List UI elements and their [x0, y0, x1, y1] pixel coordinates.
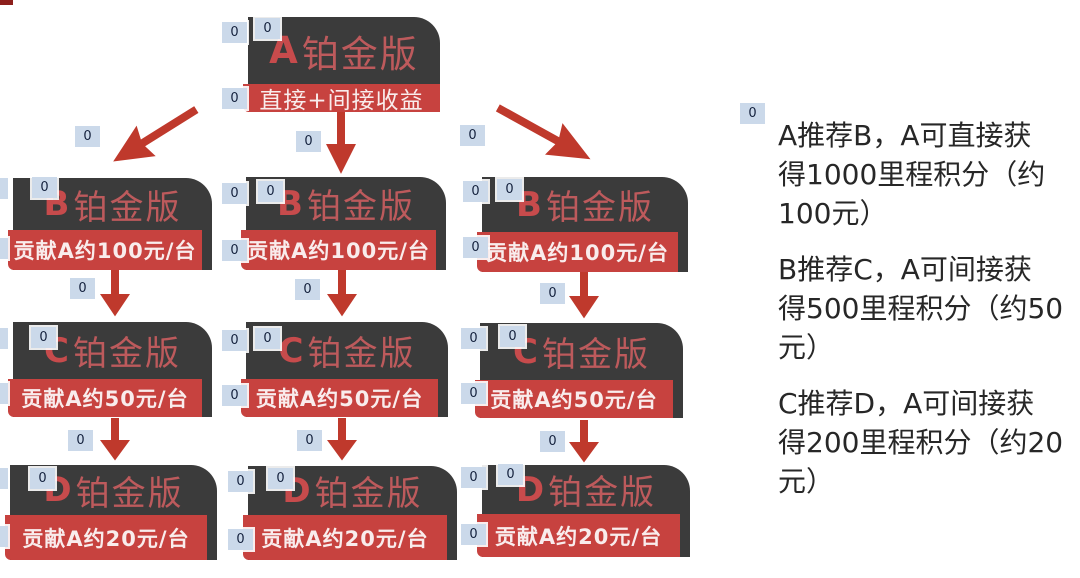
node-suffix: 铂金版	[306, 187, 415, 227]
node-d-subtitle: 贡献A约20元/台	[243, 515, 447, 560]
node-a-subtitle: 直接+间接收益	[243, 84, 440, 114]
node-suffix: 铂金版	[548, 473, 657, 513]
annotation-badge: 0	[222, 183, 247, 204]
annotation-badge: 0	[0, 328, 8, 349]
annotation-badge: 0	[461, 328, 486, 349]
explanation-paragraph-1: A推荐B，A可直接获 得1000里程积分（约 100元）	[778, 119, 1046, 230]
node-b-subtitle: 贡献A约100元/台	[241, 230, 436, 270]
annotation-badge: 0	[68, 430, 93, 451]
arrow-b-to-c-middle	[324, 270, 360, 318]
annotation-badge: 0	[258, 181, 283, 202]
annotation-badge: 0	[297, 430, 322, 451]
annotation-badge: 0	[497, 179, 522, 200]
arrow-a-to-b-middle	[323, 112, 359, 176]
node-d-subtitle: 贡献A约20元/台	[477, 514, 680, 557]
annotation-badge: 0	[295, 279, 320, 300]
annotation-badge: 0	[70, 278, 95, 299]
node-c-subtitle: 贡献A约50元/台	[475, 380, 673, 418]
node-b-subtitle: 贡献A约100元/台	[477, 232, 678, 272]
node-suffix: 铂金版	[314, 474, 423, 514]
arrow-c-to-d-left	[97, 418, 133, 462]
annotation-badge: 0	[500, 326, 525, 347]
arrow-b-to-c-left	[97, 270, 133, 318]
annotation-badge: 0	[222, 240, 247, 261]
arrow-a-to-b-right	[488, 90, 602, 177]
annotation-badge: 0	[222, 385, 247, 406]
annotation-badge: 0	[0, 526, 8, 547]
annotation-badge: 0	[75, 126, 100, 147]
annotation-badge: 0	[463, 237, 488, 258]
annotation-badge: 0	[222, 88, 247, 109]
node-letter: C	[278, 330, 306, 371]
node-c-subtitle: 贡献A约50元/台	[241, 379, 438, 417]
annotation-badge: 0	[222, 22, 247, 43]
annotation-badge: 0	[0, 178, 8, 199]
annotation-badge: 0	[498, 464, 523, 485]
arrow-a-to-b-left	[101, 93, 207, 180]
annotation-badge: 0	[463, 181, 488, 202]
annotation-badge: 0	[255, 328, 280, 349]
node-suffix: 铂金版	[541, 335, 650, 375]
node-suffix: 铂金版	[72, 334, 181, 374]
annotation-badge: 0	[461, 467, 486, 488]
node-suffix: 铂金版	[301, 32, 419, 76]
annotation-badge: 0	[30, 468, 55, 489]
annotation-badge: 0	[461, 524, 486, 545]
node-suffix: 铂金版	[73, 187, 182, 228]
annotation-badge: 0	[222, 330, 247, 351]
node-suffix: 铂金版	[307, 334, 416, 374]
annotation-badge: 0	[740, 103, 765, 124]
explanation-paragraph-2: B推荐C，A可间接获 得500里程积分（约50 元）	[778, 253, 1064, 364]
corner-crop-mark	[0, 0, 13, 5]
annotation-badge: 0	[0, 238, 8, 259]
annotation-badge: 0	[540, 431, 565, 452]
annotation-badge: 0	[228, 471, 253, 492]
node-suffix: 铂金版	[545, 188, 654, 228]
arrow-b-to-c-right	[566, 272, 602, 320]
explanation-panel: A推荐B，A可直接获 得1000里程积分（约 100元） B推荐C，A可间接获 …	[778, 116, 1070, 518]
annotation-badge: 0	[461, 383, 486, 404]
node-d-subtitle: 贡献A约20元/台	[5, 515, 207, 560]
annotation-badge: 0	[228, 529, 253, 550]
annotation-badge: 0	[540, 283, 565, 304]
arrow-c-to-d-middle	[324, 418, 360, 462]
annotation-badge: 0	[31, 327, 56, 348]
annotation-badge: 0	[460, 125, 485, 146]
annotation-badge: 0	[296, 131, 321, 152]
node-c-subtitle: 贡献A约50元/台	[8, 379, 202, 417]
node-b-subtitle: 贡献A约100元/台	[8, 230, 202, 270]
arrow-c-to-d-right	[566, 420, 602, 464]
explanation-paragraph-3: C推荐D，A可间接获 得200里程积分（约20 元）	[778, 387, 1064, 498]
annotation-badge: 0	[255, 18, 280, 39]
node-suffix: 铂金版	[75, 473, 184, 514]
annotation-badge: 0	[0, 383, 8, 404]
annotation-badge: 0	[32, 177, 57, 198]
annotation-badge: 0	[0, 468, 8, 489]
annotation-badge: 0	[268, 468, 293, 489]
